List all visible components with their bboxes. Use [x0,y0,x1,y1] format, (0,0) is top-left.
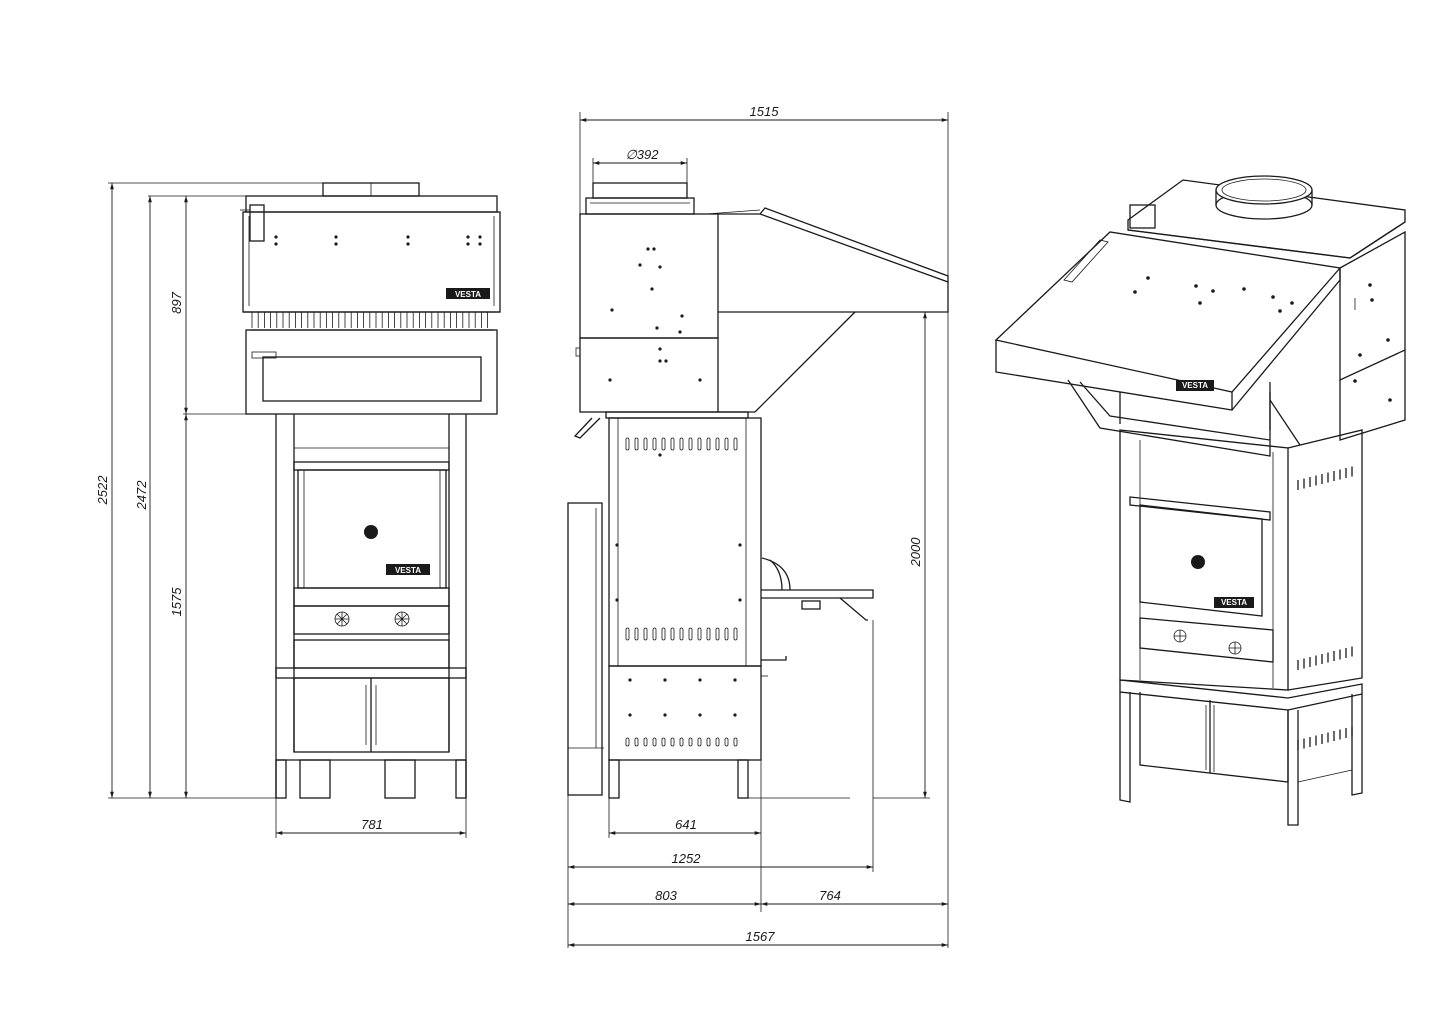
vent-slot [643,737,648,747]
front-view: VESTA VESTA [240,182,501,799]
vent-slot [661,437,666,451]
vesta-logo-oven: VESTA [386,564,430,575]
vent-slot [688,627,693,641]
side-dimensions: 1515 ∅392 2000 641 1252 803 764 1567 [567,104,949,948]
vent-slot [652,627,657,641]
svg-text:VESTA: VESTA [395,566,421,575]
dim-1515-label: 1515 [750,104,780,119]
knob-icon [1228,641,1242,655]
vent-slot [634,737,639,747]
knob-icon [1173,629,1187,643]
rivet [698,713,702,717]
dim-2522-label: 2522 [95,475,110,506]
vent-slot [652,737,657,747]
iso-rivets [1133,276,1392,402]
vent-slot [661,627,666,641]
vent-slot [724,737,729,747]
vent-slot [625,437,630,451]
rivet [738,543,742,547]
vent-slot [706,437,711,451]
vent-slot [679,437,684,451]
knob-icon [394,611,410,627]
dim-781-label: 781 [361,817,383,832]
front-dimensions: 2522 2472 897 1575 781 [95,182,467,838]
rivet [733,678,737,682]
side-view [567,182,949,799]
dim-897-label: 897 [169,291,184,313]
vent-slot [724,437,729,451]
vent-slot [697,627,702,641]
front-hood-rivets [274,235,482,246]
vent-slot [634,437,639,451]
svg-text:VESTA: VESTA [1221,598,1247,607]
side-vent-slots [625,627,738,641]
vent-slot [715,737,720,747]
side-box-rivets [608,247,702,382]
svg-text:VESTA: VESTA [455,290,481,299]
dim-2000-label: 2000 [908,537,923,568]
vesta-logo-iso-oven: VESTA [1214,597,1254,608]
rivet [628,713,632,717]
rivet [698,678,702,682]
dim-1252-label: 1252 [672,851,702,866]
side-rivets [615,453,742,717]
dim-764-label: 764 [819,888,841,903]
dim-641-label: 641 [675,817,697,832]
vent-slot [688,437,693,451]
rivet [733,713,737,717]
vent-slot [715,627,720,641]
dim-1567-label: 1567 [746,929,776,944]
side-vent-slots [625,437,738,451]
vent-slot [625,737,630,747]
front-grill-fins [251,312,489,328]
vent-slot [679,627,684,641]
vent-slot [733,627,738,641]
vent-slot [679,737,684,747]
vent-slot [724,627,729,641]
vent-slot [706,627,711,641]
svg-text:VESTA: VESTA [1182,381,1208,390]
knob-icon [334,611,350,627]
rivet [738,598,742,602]
vent-slot [733,437,738,451]
vent-slot [652,437,657,451]
vesta-logo-hood: VESTA [446,288,490,299]
side-vent-slots [625,737,738,747]
vent-slot [697,437,702,451]
rivet [663,713,667,717]
vent-slot [688,737,693,747]
dim-392-label: ∅392 [625,147,659,162]
rivet [615,598,619,602]
vesta-logo-iso-hood: VESTA [1176,380,1214,391]
rivet [615,543,619,547]
vent-slot [643,437,648,451]
dim-1575-label: 1575 [169,587,184,617]
rivet [663,678,667,682]
iso-vent-slots [1297,466,1353,750]
vent-slot [661,737,666,747]
vent-slot [670,627,675,641]
rivet [658,453,662,457]
vent-slot [733,737,738,747]
vent-slot [715,437,720,451]
rivet [628,678,632,682]
vent-slot [706,737,711,747]
vent-slot [670,737,675,747]
vent-slot [697,737,702,747]
vent-slot [634,627,639,641]
isometric-view: VESTA VESTA [994,175,1406,826]
dim-2472-label: 2472 [134,480,149,511]
dim-803-label: 803 [655,888,677,903]
vent-slot [670,437,675,451]
vent-slot [625,627,630,641]
vent-slot [643,627,648,641]
